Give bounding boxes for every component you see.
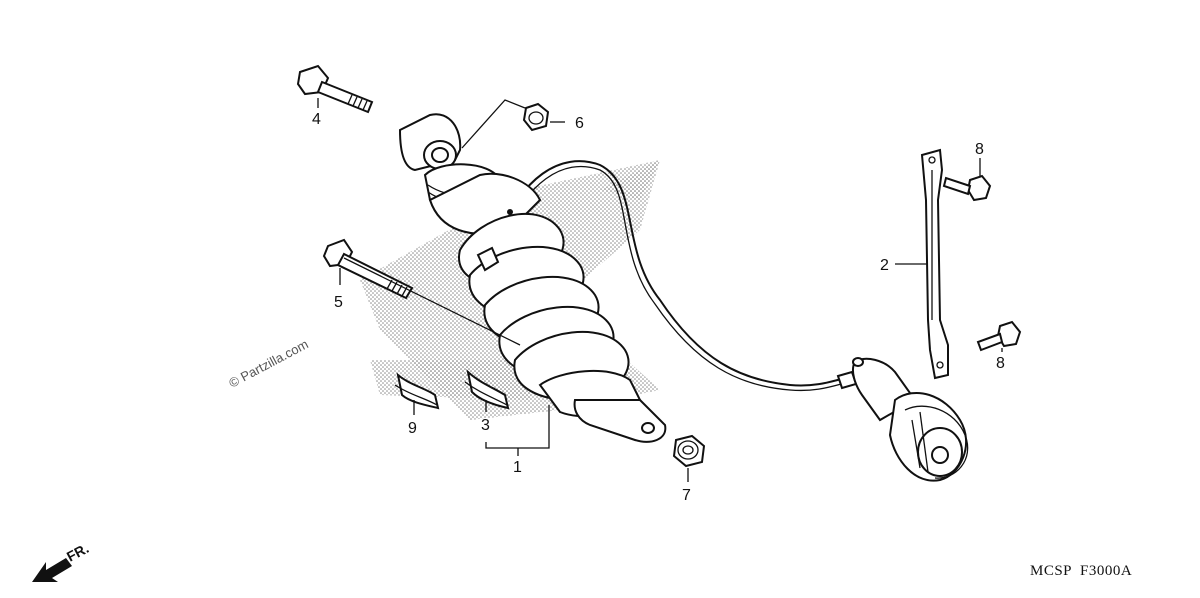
callout-1: 1 [513, 459, 522, 476]
rear-shock-absorber [398, 113, 667, 443]
upper-nut [522, 102, 550, 132]
callout-8-upper: 8 [975, 141, 984, 158]
callout-6: 6 [575, 115, 584, 132]
callout-2: 2 [880, 257, 889, 274]
lower-mount-bolt [322, 238, 414, 300]
adjuster-bracket [920, 148, 949, 380]
leader-lines [317, 98, 1003, 482]
callout-4: 4 [312, 111, 321, 128]
adjuster-cable [499, 160, 846, 392]
bracket-bolt-upper [942, 174, 992, 202]
callout-3: 3 [481, 417, 490, 434]
diagram-code: MCSP F3000A [1030, 563, 1132, 579]
upper-mount-bolt [296, 64, 374, 114]
callout-9: 9 [408, 420, 417, 437]
callout-7: 7 [682, 487, 691, 504]
callout-5: 5 [334, 294, 343, 311]
preload-adjuster [836, 357, 969, 482]
spring-clip-3 [464, 369, 510, 410]
lower-nut [672, 434, 706, 468]
watermark: © Partzilla.com [226, 336, 310, 390]
callout-8-lower: 8 [996, 355, 1005, 372]
front-direction-arrow-icon: FR. [32, 540, 91, 582]
bracket-bolt-lower [976, 320, 1022, 352]
spring-clip-9 [394, 372, 440, 410]
